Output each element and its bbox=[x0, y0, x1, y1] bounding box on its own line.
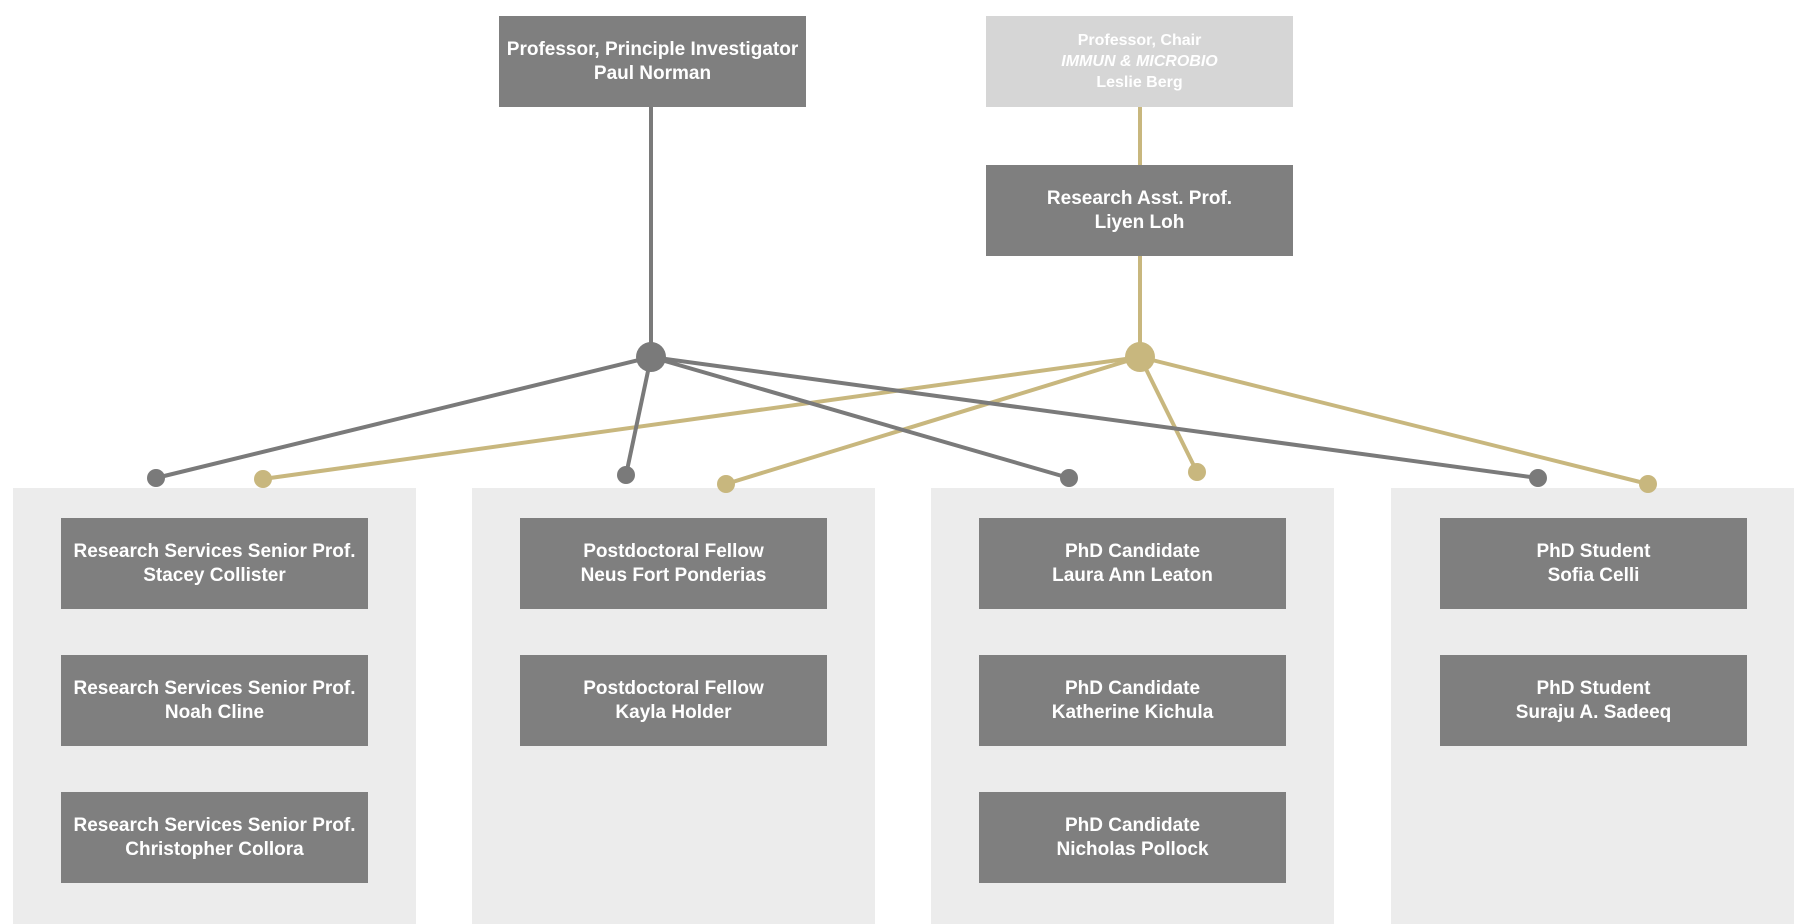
node-name: Paul Norman bbox=[593, 62, 712, 84]
node-title: Research Services Senior Prof. bbox=[73, 677, 356, 699]
node-title: Research Services Senior Prof. bbox=[73, 540, 356, 562]
node-name: Kayla Holder bbox=[615, 701, 732, 723]
node-member-kayla-holder[interactable]: Postdoctoral Fellow Kayla Holder bbox=[520, 655, 827, 746]
node-member-stacey-collister[interactable]: Research Services Senior Prof. Stacey Co… bbox=[61, 518, 368, 609]
node-name: Nicholas Pollock bbox=[1056, 838, 1209, 860]
node-research-asst-prof[interactable]: Research Asst. Prof. Liyen Loh bbox=[986, 165, 1293, 256]
node-principal-investigator[interactable]: Professor, Principle Investigator Paul N… bbox=[499, 16, 806, 107]
node-title: PhD Candidate bbox=[1064, 814, 1201, 836]
connector-gray-hub bbox=[636, 342, 666, 372]
node-name: Sofia Celli bbox=[1547, 564, 1640, 586]
node-member-nicholas-pollock[interactable]: PhD Candidate Nicholas Pollock bbox=[979, 792, 1286, 883]
connector-gold-branch-4 bbox=[1138, 355, 1650, 486]
connector-gray-endpoint-3 bbox=[1060, 469, 1078, 487]
connector-gold-branch-3 bbox=[1138, 355, 1199, 474]
node-name: Laura Ann Leaton bbox=[1052, 564, 1213, 586]
node-name: Liyen Loh bbox=[1094, 211, 1185, 233]
connector-gray-branch-4 bbox=[649, 355, 1540, 480]
node-title: Professor, Chair bbox=[1077, 32, 1202, 49]
node-title: PhD Candidate bbox=[1064, 540, 1201, 562]
node-title: PhD Student bbox=[1536, 677, 1651, 699]
node-member-laura-ann-leaton[interactable]: PhD Candidate Laura Ann Leaton bbox=[979, 518, 1286, 609]
node-name: Suraju A. Sadeeq bbox=[1515, 701, 1672, 723]
connector-gray-branch-3 bbox=[649, 355, 1071, 480]
connector-gold-endpoint-4 bbox=[1639, 475, 1657, 493]
connector-gold-endpoint-3 bbox=[1188, 463, 1206, 481]
node-name: Noah Cline bbox=[164, 701, 265, 723]
connector-gold-branch-1 bbox=[261, 355, 1142, 481]
connector-gray-branch-2 bbox=[624, 355, 653, 477]
node-name: Christopher Collora bbox=[125, 838, 304, 860]
node-title: Postdoctoral Fellow bbox=[583, 540, 764, 562]
node-chair[interactable]: Professor, Chair IMMUN & MICROBIO Leslie… bbox=[986, 16, 1293, 107]
node-title: Professor, Principle Investigator bbox=[506, 38, 799, 60]
node-title: Research Services Senior Prof. bbox=[73, 814, 356, 836]
connector-gold-endpoint-1 bbox=[254, 470, 272, 488]
node-title: PhD Candidate bbox=[1064, 677, 1201, 699]
connector-gray-endpoint-4 bbox=[1529, 469, 1547, 487]
node-name: Neus Fort Ponderias bbox=[580, 564, 767, 586]
connector-gray-endpoint-1 bbox=[147, 469, 165, 487]
node-department: IMMUN & MICROBIO bbox=[1061, 53, 1218, 70]
node-name: Leslie Berg bbox=[1096, 74, 1183, 91]
node-member-noah-cline[interactable]: Research Services Senior Prof. Noah Clin… bbox=[61, 655, 368, 746]
node-title: Postdoctoral Fellow bbox=[583, 677, 764, 699]
node-member-suraju-sadeeq[interactable]: PhD Student Suraju A. Sadeeq bbox=[1440, 655, 1747, 746]
node-title: Research Asst. Prof. bbox=[1046, 187, 1233, 209]
node-member-neus-fort-ponderias[interactable]: Postdoctoral Fellow Neus Fort Ponderias bbox=[520, 518, 827, 609]
connector-gold-endpoint-2 bbox=[717, 475, 735, 493]
node-member-christopher-collora[interactable]: Research Services Senior Prof. Christoph… bbox=[61, 792, 368, 883]
node-name: Katherine Kichula bbox=[1051, 701, 1214, 723]
connector-gold-branch-2 bbox=[724, 355, 1142, 486]
node-name: Stacey Collister bbox=[143, 564, 286, 586]
connector-gray-endpoint-2 bbox=[617, 466, 635, 484]
connector-gold-hub bbox=[1125, 342, 1155, 372]
node-member-sofia-celli[interactable]: PhD Student Sofia Celli bbox=[1440, 518, 1747, 609]
node-member-katherine-kichula[interactable]: PhD Candidate Katherine Kichula bbox=[979, 655, 1286, 746]
node-title: PhD Student bbox=[1536, 540, 1651, 562]
connector-gray-branch-1 bbox=[154, 355, 653, 480]
